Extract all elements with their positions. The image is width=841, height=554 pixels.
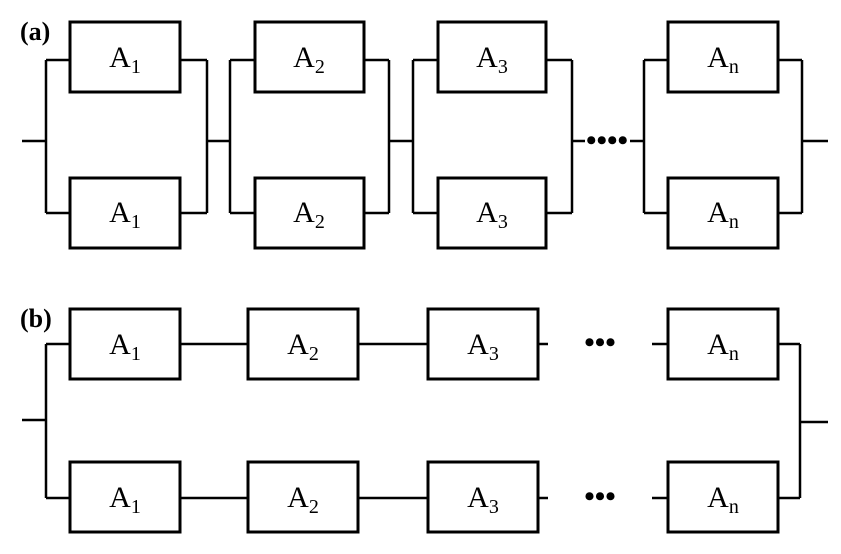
panel-a-block-bottom-n: An: [666, 176, 780, 250]
panel-a-block-bottom-2: A2: [253, 176, 366, 250]
panel-b-block-bottom-n: An: [666, 460, 780, 534]
panel-a-ellipsis: ••••: [586, 124, 628, 157]
panel-b: (b) ••• ••• A1: [20, 304, 828, 534]
svg-text:A3: A3: [476, 196, 508, 233]
svg-text:A3: A3: [467, 481, 499, 518]
svg-text:A2: A2: [293, 41, 325, 78]
panel-b-ellipsis-top: •••: [584, 326, 616, 359]
svg-text:A2: A2: [293, 196, 325, 233]
panel-b-block-bottom-1: A1: [68, 460, 182, 534]
panel-a-wiring: [22, 58, 828, 215]
svg-text:A1: A1: [109, 481, 141, 518]
panel-a: (a): [20, 17, 828, 250]
panel-a-block-top-n: An: [666, 20, 780, 94]
svg-text:A1: A1: [109, 196, 141, 233]
panel-b-wiring: [22, 342, 828, 500]
panel-b-block-top-n: An: [666, 307, 780, 381]
svg-text:A3: A3: [476, 41, 508, 78]
panel-b-ellipsis-bottom: •••: [584, 480, 616, 513]
svg-text:A2: A2: [287, 328, 319, 365]
panel-a-block-bottom-1: A1: [68, 176, 182, 250]
panel-b-block-bottom-2: A2: [246, 460, 360, 534]
panel-b-label: (b): [20, 304, 52, 333]
panel-a-block-top-2: A2: [253, 20, 366, 94]
svg-text:A3: A3: [467, 328, 499, 365]
svg-text:A1: A1: [109, 41, 141, 78]
svg-text:An: An: [707, 196, 739, 233]
panel-b-block-top-3: A3: [426, 307, 540, 381]
svg-text:A2: A2: [287, 481, 319, 518]
svg-text:An: An: [707, 481, 739, 518]
panel-b-block-top-2: A2: [246, 307, 360, 381]
svg-text:An: An: [707, 41, 739, 78]
panel-a-block-top-3: A3: [436, 20, 548, 94]
svg-text:A1: A1: [109, 328, 141, 365]
panel-b-block-bottom-3: A3: [426, 460, 540, 534]
panel-b-block-top-1: A1: [68, 307, 182, 381]
panel-a-label: (a): [20, 17, 50, 46]
panel-a-block-top-1: A1: [68, 20, 182, 94]
panel-a-block-bottom-3: A3: [436, 176, 548, 250]
svg-text:An: An: [707, 328, 739, 365]
